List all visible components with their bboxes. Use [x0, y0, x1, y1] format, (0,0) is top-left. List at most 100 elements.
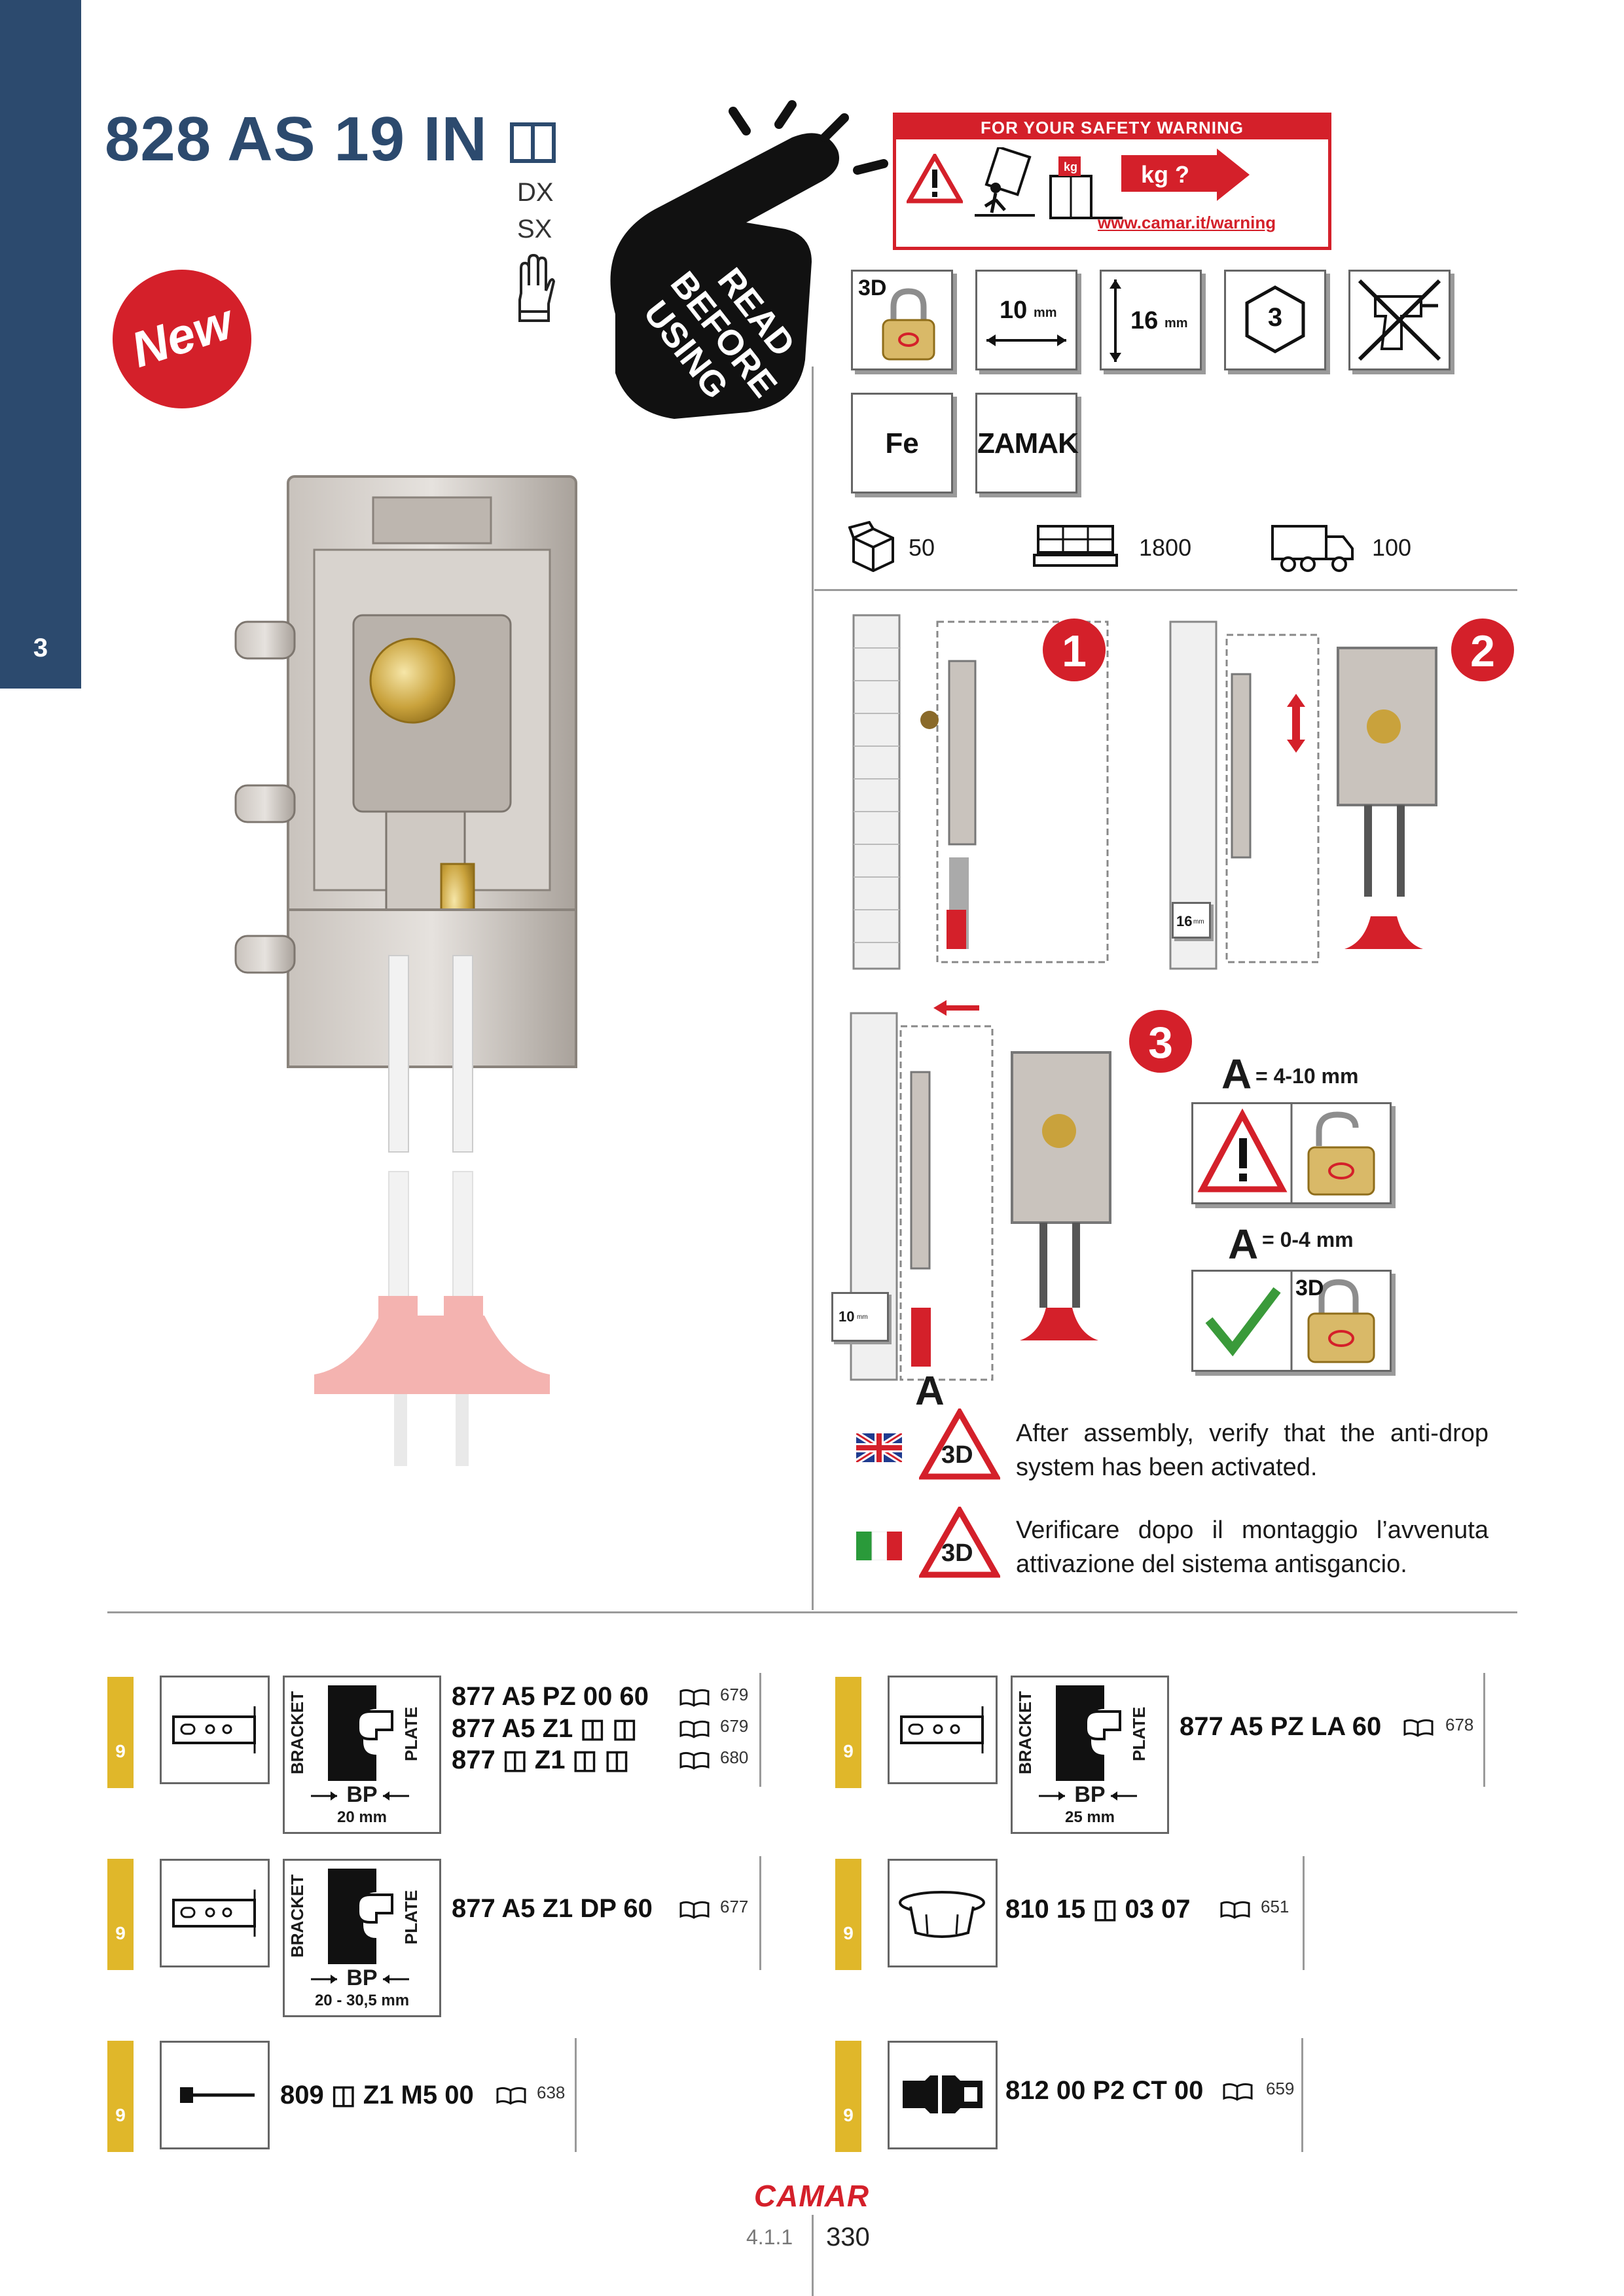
screw-thumbnail[interactable] — [160, 2041, 270, 2149]
side-dx-label: DX — [517, 178, 554, 207]
cabinet-weight-icon: kg — [1049, 156, 1123, 219]
row-separator — [1483, 1673, 1485, 1787]
chapter-sidebar — [0, 0, 81, 689]
footer-divider — [812, 2215, 814, 2296]
catalog-book-icon — [1223, 2083, 1253, 2101]
plate-label: PLATE — [401, 1890, 421, 1945]
accessory-code[interactable]: 810 15 ◫ 03 07 — [1005, 1895, 1191, 1924]
bp-label: BP — [1074, 1782, 1106, 1807]
material-zamak-box: ZAMAK — [975, 393, 1079, 493]
new-badge — [113, 270, 251, 408]
uk-flag-icon — [856, 1433, 902, 1462]
bp-dimension: 20 mm — [336, 1808, 388, 1826]
lock-3d-label: 3D — [858, 276, 887, 300]
hexagon-icon — [1245, 285, 1305, 353]
rail-thumbnail[interactable] — [160, 1676, 270, 1784]
catalog-page-ref[interactable]: 679 — [720, 1685, 749, 1704]
accessory-code[interactable]: 812 00 P2 CT 00 — [1005, 2076, 1204, 2105]
a-ok-panel: 3D — [1191, 1270, 1392, 1372]
step3-number: 3 — [1148, 1018, 1173, 1067]
accessory-code[interactable]: 877 A5 Z1 DP 60 — [452, 1894, 653, 1923]
rail-thumbnail[interactable] — [160, 1859, 270, 1967]
catalog-book-icon — [679, 1751, 710, 1770]
rail-icon — [172, 1706, 256, 1753]
warning-url-link[interactable]: www.camar.it/warning — [1098, 213, 1276, 232]
screw-icon — [180, 2087, 255, 2103]
note-en-3d-badge: 3D — [941, 1441, 973, 1469]
lock-3d-feature-box: 3D — [851, 270, 953, 370]
box-quantity: 50 — [909, 534, 935, 561]
truck-quantity: 100 — [1372, 534, 1412, 561]
catalog-page-ref[interactable]: 677 — [720, 1897, 749, 1916]
dim-16-value: 16 — [1130, 307, 1159, 334]
accessories-divider — [107, 1611, 1517, 1613]
a-ok-icons — [1205, 1272, 1375, 1370]
row-separator — [1301, 2038, 1303, 2152]
catalog-page-ref[interactable]: 679 — [720, 1716, 749, 1736]
rail-icon — [172, 1890, 256, 1937]
step3-dim-unit: mm — [857, 1314, 868, 1321]
warning-triangle-icon — [907, 154, 963, 204]
footer-section-number: 4.1.1 — [746, 2225, 793, 2249]
accessory-code[interactable]: 877 A5 Z1 ◫ ◫ — [452, 1714, 638, 1743]
bp-arrows-icon — [311, 1791, 409, 1801]
catalog-page-ref[interactable]: 678 — [1445, 1715, 1474, 1734]
bracket-plate-diagram: BRACKET PLATE BP 25 mm — [1011, 1676, 1169, 1834]
double-door-icon — [510, 122, 556, 163]
dim-10-value: 10 — [1000, 296, 1028, 324]
bp-arrows-icon — [1039, 1791, 1137, 1801]
vertical-dimension-arrow-icon — [1110, 279, 1121, 362]
bp-label: BP — [346, 1965, 378, 1990]
row-separator — [759, 1856, 761, 1970]
a-bad-icons — [1197, 1104, 1375, 1202]
cover-cap-thumbnail[interactable] — [888, 1859, 998, 1967]
accessory-code[interactable]: 809 ◫ Z1 M5 00 — [280, 2081, 474, 2109]
category-tag: 9 — [835, 1677, 861, 1788]
catalog-page-ref[interactable]: 680 — [720, 1748, 749, 1767]
a-bad-panel — [1191, 1102, 1392, 1204]
catalog-book-icon — [679, 1901, 710, 1919]
step2-number: 2 — [1470, 626, 1495, 676]
accessory-code[interactable]: 877 A5 PZ 00 60 — [452, 1682, 649, 1711]
material-fe-label: Fe — [885, 427, 919, 459]
catalog-page-ref[interactable]: 651 — [1261, 1897, 1290, 1916]
category-number: 9 — [843, 2105, 854, 2125]
row-separator — [759, 1673, 761, 1787]
catalog-page-ref[interactable]: 638 — [537, 2083, 566, 2102]
bracket-label: BRACKET — [287, 1691, 307, 1774]
step3-dim-value: 10 — [839, 1308, 855, 1325]
catalog-page-ref[interactable]: 659 — [1266, 2079, 1295, 2098]
dim-16-unit: mm — [1164, 316, 1188, 331]
note-it-3d-badge: 3D — [941, 1539, 973, 1567]
step2-number-badge — [1451, 619, 1514, 681]
step2-dim-unit: mm — [1193, 918, 1204, 925]
category-tag: 9 — [107, 1859, 134, 1970]
no-drill-icon — [1358, 279, 1441, 361]
accessory-code[interactable]: 877 A5 PZ LA 60 — [1180, 1712, 1382, 1741]
a-ok-3d-label: 3D — [1295, 1276, 1324, 1300]
pallet-icon — [1033, 525, 1118, 567]
product-render-image — [234, 475, 577, 1466]
bracket-plate-diagram: BRACKET PLATE BP 20 mm — [283, 1676, 441, 1834]
kg-question-arrow: kg ? — [1121, 149, 1250, 201]
category-tag: 9 — [107, 1677, 134, 1788]
bracket-label: BRACKET — [287, 1874, 307, 1958]
note-en-3d-warning-icon — [919, 1408, 1000, 1480]
cover-cap-icon — [899, 1891, 985, 1938]
bp-label: BP — [346, 1782, 378, 1807]
clip-connector-icon — [903, 2075, 983, 2113]
rail-thumbnail[interactable] — [888, 1676, 998, 1784]
packaging-divider — [814, 589, 1517, 591]
no-power-drill-feature-box — [1348, 270, 1451, 370]
accessory-code[interactable]: 877 ◫ Z1 ◫ ◫ — [452, 1746, 630, 1774]
italy-flag-icon — [856, 1532, 902, 1560]
kg-small-label: kg — [1064, 160, 1077, 173]
clip-thumbnail[interactable] — [888, 2041, 998, 2149]
rail-icon — [900, 1706, 984, 1753]
step3-number-badge — [1129, 1010, 1192, 1073]
a-ok-letter: A — [1228, 1221, 1259, 1268]
step3-diagram — [850, 1000, 1111, 1381]
bp-dimension: 25 mm — [1064, 1808, 1115, 1826]
hex-key-number: 3 — [1267, 303, 1283, 332]
material-fe-box: Fe — [851, 393, 953, 493]
